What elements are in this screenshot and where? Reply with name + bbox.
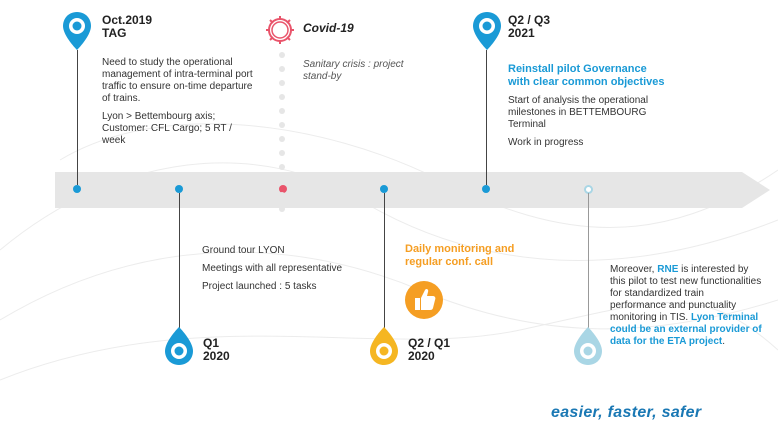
text-q1-2020-para2: Meetings with all representative [202, 263, 343, 274]
title-q1-2020-line2: 2020 [203, 349, 230, 363]
title-oct2019-line1: Oct.2019 [102, 13, 153, 27]
text-q2q3-2021-para1: Start of analysis the operational milest… [508, 95, 649, 130]
text-covid: Sanitary crisis : project stand-by [303, 59, 404, 82]
text-q2q3-2021-para2: Work in progress [508, 137, 584, 148]
title-q2q1-2020-line1: Q2 / Q1 [408, 336, 451, 350]
title-covid: Covid-19 [303, 21, 354, 35]
connector-line-q2q3-2021 [486, 50, 487, 185]
timeline-dot-q2q1-2020 [380, 185, 388, 193]
map-pin-icon [574, 327, 602, 365]
text-q1-2020: Ground tour LYON Meetings with all repre… [202, 245, 352, 299]
text-rne-c: is interested by this pilot to test new … [610, 264, 762, 323]
connector-line-q1-2020 [179, 193, 180, 328]
title-q2q3-2021-line2: 2021 [508, 26, 535, 40]
tagline: easier, faster, safer [551, 404, 702, 421]
text-rne-e: . [722, 336, 726, 347]
timeline-dot-q1-2020 [175, 185, 183, 193]
text-q2q3-2021: Reinstall pilot Governance with clear co… [508, 63, 668, 155]
timeline-dot-oct2019 [73, 185, 81, 193]
text-oct2019: Need to study the operational management… [102, 57, 257, 153]
text-q1-2020-para1: Ground tour LYON [202, 245, 285, 256]
highlight-q2q1-2020: Daily monitoring and regular conf. call [405, 243, 515, 268]
title-q2q1-2020: Q2 / Q1 2020 [408, 337, 450, 363]
map-pin-icon [63, 12, 91, 50]
title-oct2019-line2: TAG [102, 26, 127, 40]
text-rne-b: RNE [657, 264, 679, 275]
text-oct2019-para2: Lyon > Bettembourg axis; Customer: CFL C… [102, 111, 232, 146]
text-rne-d: Lyon Terminal could be an external provi… [610, 312, 762, 347]
highlight-q2q3-2021: Reinstall pilot Governance with clear co… [508, 63, 665, 88]
title-q2q3-2021: Q2 / Q3 2021 [508, 14, 550, 40]
covid-dotted-line [279, 52, 285, 220]
connector-line-q2q1-2020 [384, 193, 385, 328]
virus-icon [266, 16, 294, 44]
title-q2q1-2020-line2: 2020 [408, 349, 435, 363]
thumbs-up-icon [405, 281, 443, 319]
text-rne-a: Moreover, [610, 264, 658, 275]
title-q1-2020: Q1 2020 [203, 337, 230, 363]
title-q1-2020-line1: Q1 [203, 336, 220, 350]
connector-line-future [588, 193, 589, 328]
timeline-dot-covid [279, 185, 287, 193]
map-pin-icon [473, 12, 501, 50]
title-q2q3-2021-line1: Q2 / Q3 [508, 13, 551, 27]
text-oct2019-para1: Need to study the operational management… [102, 57, 253, 104]
connector-line-oct2019 [77, 50, 78, 185]
text-q1-2020-para3: Project launched : 5 tasks [202, 281, 317, 292]
title-oct2019: Oct.2019 TAG [102, 14, 152, 40]
map-pin-icon [370, 327, 398, 365]
map-pin-icon [165, 327, 193, 365]
timeline-dot-q2q3-2021 [482, 185, 490, 193]
text-rne: Moreover, RNE is interested by this pilo… [610, 264, 762, 348]
